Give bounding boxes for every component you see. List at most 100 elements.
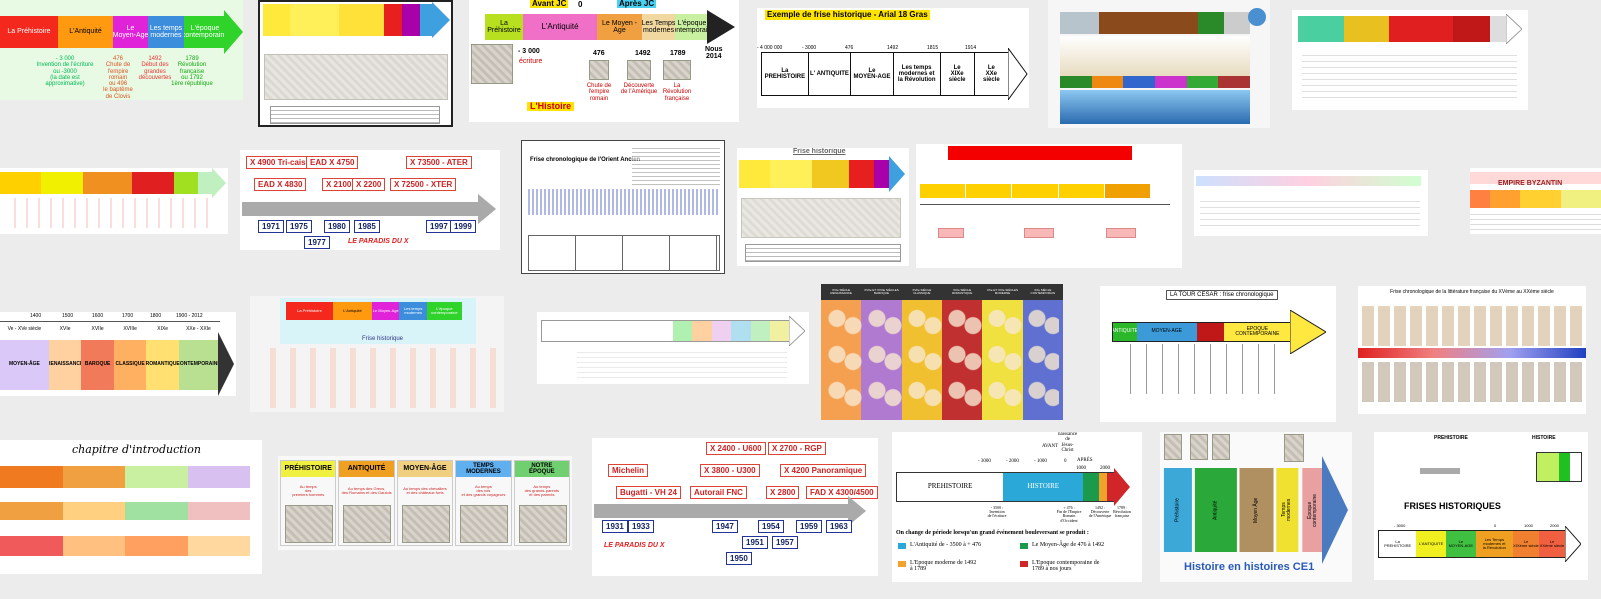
result-tile-2[interactable] — [258, 0, 453, 127]
t23-note-1: - 3500 : Invention de l'écriture — [987, 505, 1007, 519]
t3-seg-3: Le Moyen - Age — [597, 14, 642, 40]
t24-seg-5: Époque contemporaine — [1301, 468, 1325, 552]
t23-note-2: + 476 : Fin de l'Empire Romain d'Occiden… — [1056, 505, 1082, 523]
t8-year-7: 1999 — [450, 220, 476, 233]
t11-header — [948, 146, 1132, 160]
t22-label-3: X 4200 Panoramique — [780, 464, 867, 477]
t14-century-1: Ve - XVe siècle — [7, 326, 42, 333]
t8-top-3: X 73500 - ATER — [406, 156, 472, 169]
t15-title: Frise historique — [362, 336, 404, 342]
t22-year-1: 1931 — [602, 520, 628, 533]
t23-legend-swatch-3 — [898, 561, 906, 567]
t23-legend-swatch-1 — [898, 543, 906, 549]
t10-illustrations — [741, 198, 901, 238]
t23-note-4: 1789 : Révolution française — [1113, 505, 1131, 519]
t3-date-2: 476 — [593, 50, 605, 57]
result-tile-20[interactable]: chapitre d'introduction — [0, 440, 262, 574]
t4-date-2: - 3000 — [802, 45, 817, 51]
t1-note-3: 1492 Début des grandes découvertes — [138, 56, 172, 81]
result-tile-19[interactable]: Frise chronologique de la littérature fr… — [1358, 286, 1586, 414]
t1-seg-4: Les temps modernes — [148, 16, 184, 48]
t14-century-3: XVIIe — [91, 326, 104, 333]
t11-axis — [920, 204, 1170, 205]
t4-seg-6: Le XXe siècle — [983, 64, 1000, 84]
result-tile-15[interactable]: La Préhistoire L'Antiquité Le Moyen-Age … — [250, 296, 504, 412]
t21-col-1: PRÉHISTOIRE Au temps des premiers hommes — [280, 460, 337, 546]
t3-zero: 0 — [578, 0, 583, 9]
t8-mid-3: X 2200 — [352, 178, 386, 191]
t25-date-1: - 3000 — [1394, 523, 1406, 528]
t25-seg-3: Le MOYEN-AGE — [1445, 531, 1476, 557]
t4-arrow-head — [1008, 48, 1028, 100]
t8-axis — [242, 202, 480, 216]
result-tile-4[interactable]: Exemple de frise historique - Arial 18 G… — [757, 8, 1029, 108]
t17-header-3: XVIIe SIÈCLE CLASSIQUE — [912, 287, 932, 295]
t14-year-2: 1500 — [62, 313, 74, 319]
t18-ticks — [1130, 344, 1290, 394]
result-tile-21[interactable]: PRÉHISTOIRE Au temps des premiers hommes… — [278, 456, 572, 550]
result-tile-24[interactable]: Préhistoire Antiquité Moyen Âge Temps mo… — [1160, 432, 1352, 582]
result-tile-18[interactable]: LA TOUR CESAR : frise chronologique ANTI… — [1100, 286, 1336, 422]
t17-header-2: XVIIe ET XVIIIe SIÈCLES BAROQUE — [864, 287, 899, 295]
t3-seg-5: L'époque contemporaine — [675, 14, 709, 40]
result-tile-25[interactable]: PREHISTOIRE HISTOIRE FRISES HISTORIQUES … — [1374, 432, 1588, 580]
result-tile-17[interactable]: XVIe SIÈCLE RENAISSANCE XVIIe ET XVIIIe … — [821, 284, 1063, 420]
result-tile-7[interactable] — [0, 168, 228, 234]
t24-cover-3 — [1212, 434, 1230, 460]
t21-col-3: MOYEN-ÂGE Au temps des chevaliers et des… — [396, 460, 454, 546]
t19-bar — [1358, 348, 1586, 358]
t6-notes — [1302, 50, 1517, 102]
t11-row — [920, 184, 1151, 198]
t25-date-2: 0 — [1494, 523, 1497, 528]
t14-seg-3: BAROQUE — [81, 340, 114, 390]
t14-year-4: 1700 — [122, 313, 134, 319]
t16-arrow-head — [789, 316, 805, 346]
result-tile-23[interactable]: - 3000 - 2000 - 1000 AVANT naissance de … — [892, 432, 1142, 582]
t21-col-4: TEMPS MODERNES Au temps des rois et des … — [455, 460, 512, 546]
t14-century-2: XVIe — [59, 326, 71, 333]
t1-seg-3: Le Moyen-Age — [113, 16, 148, 48]
result-tile-10[interactable]: Frise historique — [737, 148, 909, 266]
t3-event-3: La Révolution française — [662, 83, 692, 102]
t25-arrow-head — [1565, 526, 1581, 562]
result-tile-16[interactable] — [537, 312, 809, 384]
result-tile-3[interactable]: Avant JC 0 Après JC La Préhistoire L'Ant… — [469, 0, 739, 122]
t23-date-2: - 2000 — [1006, 459, 1019, 464]
t20-bar-3 — [0, 536, 250, 556]
t13-top — [1470, 172, 1601, 184]
t25-title: FRISES HISTORIQUES — [1404, 501, 1501, 511]
result-tile-8[interactable]: X 4900 Tri-caisse EAD X 4750 X 73500 - A… — [240, 150, 500, 250]
t3-event-img-2 — [627, 60, 651, 80]
result-tile-5[interactable] — [1048, 0, 1270, 128]
t25-seg-4: Les Temps modernes et la Révolution — [1475, 531, 1513, 557]
t17-header-1: XVIe SIÈCLE RENAISSANCE — [830, 287, 852, 295]
result-tile-6[interactable] — [1292, 10, 1528, 110]
t22-label-6: X 2800 — [766, 486, 800, 499]
t22-year-7: 1957 — [772, 536, 798, 549]
t23-date-1: - 3000 — [978, 459, 991, 464]
t23-seg-2: HISTOIRE — [1003, 473, 1084, 501]
t4-date-3: 476 — [845, 45, 854, 51]
t4-date-5: 1815 — [927, 45, 939, 51]
t18-bar: ANTIQUITE MOYEN-AGE EPOQUE CONTEMPORAINE — [1112, 322, 1292, 342]
t3-seg-1: La Préhistoire — [485, 14, 523, 40]
result-tile-13[interactable]: EMPIRE BYZANTIN — [1470, 168, 1601, 234]
t23-date-6: 2000 — [1100, 466, 1110, 471]
t25-seg-5: Le XIXème siècle — [1512, 531, 1539, 557]
t2-arrow-head — [432, 2, 450, 38]
t24-seg-3: Moyen Âge — [1239, 468, 1274, 552]
t8-mid-2: X 2100 — [322, 178, 356, 191]
result-tile-9[interactable]: Frise chronologique de l'Orient Ancien — [521, 140, 725, 274]
result-tile-22[interactable]: X 2400 - U600 X 2700 - RGP Michelin X 38… — [592, 438, 878, 576]
t22-axis — [594, 504, 850, 518]
result-tile-11[interactable] — [916, 144, 1182, 268]
t25-small-bar — [1536, 452, 1582, 482]
t10-legend — [745, 244, 901, 262]
result-tile-1[interactable]: La Préhistoire L'Antiquité Le Moyen-Age … — [0, 0, 243, 100]
result-tile-12[interactable] — [1194, 170, 1428, 236]
result-tile-14[interactable]: 1400 1500 1600 1700 1800 1900 - 2012 Ve … — [0, 312, 236, 396]
t14-year-3: 1600 — [92, 313, 104, 319]
t22-logo: LE PARADIS DU X — [604, 542, 665, 549]
t1-note-2: 476 Chute de l'empire romain ou 496 le b… — [103, 56, 133, 100]
